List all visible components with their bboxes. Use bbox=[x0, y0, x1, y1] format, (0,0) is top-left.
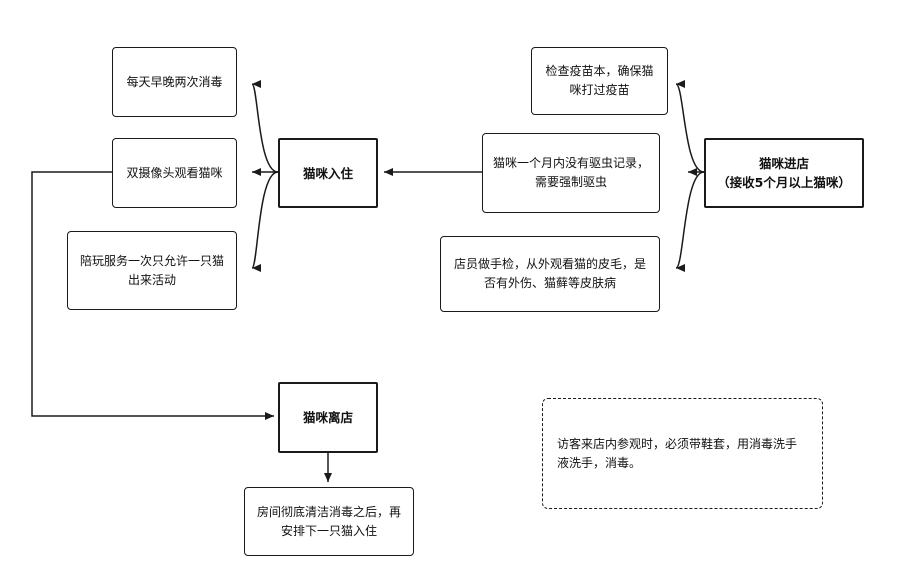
node-deworm-label: 猫咪一个月内没有驱虫记录，需要强制驱虫 bbox=[493, 156, 650, 189]
node-clean-label: 房间彻底清洁消毒之后，再安排下一只猫入住 bbox=[256, 504, 401, 538]
edge-stay-play bbox=[251, 171, 279, 272]
node-camera: 双摄像头观看猫咪 bbox=[112, 138, 237, 208]
node-checkin: 猫咪进店 （接收5个月以上猫咪） bbox=[704, 138, 864, 208]
node-vaccine: 检查疫苗本，确保猫咪打过疫苗 bbox=[531, 47, 668, 115]
node-disinfect-label: 每天早晚两次消毒 bbox=[126, 74, 223, 89]
node-stay-label: 猫咪入住 bbox=[302, 165, 353, 181]
node-play: 陪玩服务一次只允许一只猫出来活动 bbox=[67, 231, 237, 310]
edge-checkin-health bbox=[675, 171, 705, 272]
edge-camera-leave bbox=[31, 171, 274, 420]
node-health: 店员做手检，从外观看猫的皮毛，是否有外伤、猫藓等皮肤病 bbox=[440, 236, 660, 312]
node-vaccine-label: 检查疫苗本，确保猫咪打过疫苗 bbox=[545, 64, 654, 97]
note-visitor: 访客来店内参观时，必须带鞋套，用消毒洗手液洗手，消毒。 bbox=[542, 398, 823, 509]
node-leave: 猫咪离店 bbox=[278, 382, 378, 453]
edge-checkin-vaccine bbox=[675, 80, 705, 173]
node-deworm: 猫咪一个月内没有驱虫记录，需要强制驱虫 bbox=[482, 133, 660, 213]
node-camera-label: 双摄像头观看猫咪 bbox=[126, 165, 223, 180]
node-stay: 猫咪入住 bbox=[278, 138, 378, 208]
node-health-label: 店员做手检，从外观看猫的皮毛，是否有外伤、猫藓等皮肤病 bbox=[453, 257, 646, 290]
node-disinfect: 每天早晚两次消毒 bbox=[112, 47, 237, 117]
node-leave-label: 猫咪离店 bbox=[302, 410, 353, 425]
node-play-label: 陪玩服务一次只允许一只猫出来活动 bbox=[79, 253, 224, 287]
edge-stay-disinfect bbox=[251, 80, 279, 173]
node-checkin-title: 猫咪进店 bbox=[758, 156, 809, 171]
node-checkin-subtitle: （接收5个月以上猫咪） bbox=[717, 175, 851, 190]
note-visitor-label: 访客来店内参观时，必须带鞋套，用消毒洗手液洗手，消毒。 bbox=[557, 436, 798, 470]
node-clean: 房间彻底清洁消毒之后，再安排下一只猫入住 bbox=[244, 487, 414, 556]
